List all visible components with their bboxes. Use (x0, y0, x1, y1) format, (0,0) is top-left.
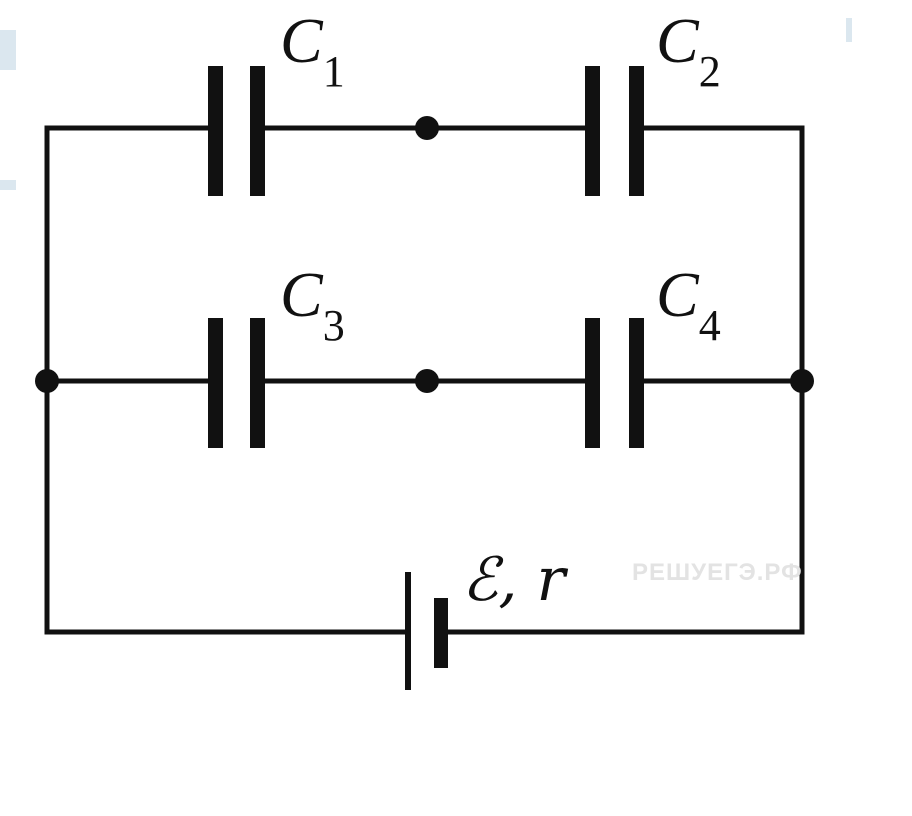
label-c1: C1 (280, 5, 345, 96)
label-c2-index: 2 (699, 47, 721, 96)
label-c3-letter: C (280, 259, 324, 330)
edge-mark-left-2 (0, 180, 16, 190)
node-right-junction (790, 369, 814, 393)
node-left-junction (35, 369, 59, 393)
capacitor-c3 (208, 318, 265, 448)
watermark-text: РЕШУЕГЭ.РФ (632, 559, 803, 586)
capacitor-c4 (585, 318, 644, 448)
label-c1-letter: C (280, 5, 324, 76)
label-c4: C4 (656, 259, 721, 350)
label-c2: C2 (656, 5, 721, 96)
label-c4-letter: C (656, 259, 700, 330)
edge-mark-left (0, 30, 16, 70)
battery-source (405, 572, 448, 690)
capacitor-c1 (208, 66, 265, 196)
node-middle-center (415, 369, 439, 393)
label-c1-index: 1 (323, 47, 345, 96)
capacitor-c2 (585, 66, 644, 196)
label-c3-index: 3 (323, 301, 345, 350)
label-source: ℰ, r (462, 545, 568, 615)
edge-mark-right (846, 18, 852, 42)
label-c4-index: 4 (699, 301, 721, 350)
node-top-middle (415, 116, 439, 140)
label-c3: C3 (280, 259, 345, 350)
label-c2-letter: C (656, 5, 700, 76)
